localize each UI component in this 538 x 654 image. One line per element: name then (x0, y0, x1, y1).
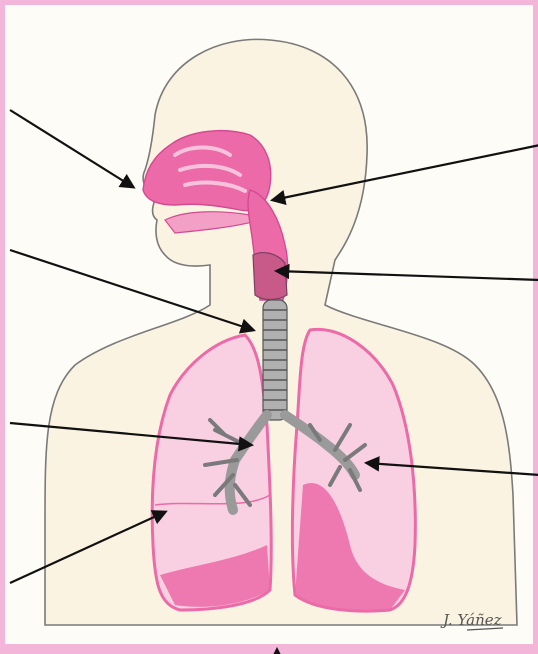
respiratory-system-diagram: J. Yáñez (5, 5, 538, 654)
artist-signature: J. Yáñez (440, 611, 502, 629)
arrow-nasal-cavity (10, 110, 133, 187)
larynx (253, 253, 287, 300)
trachea (263, 300, 287, 420)
